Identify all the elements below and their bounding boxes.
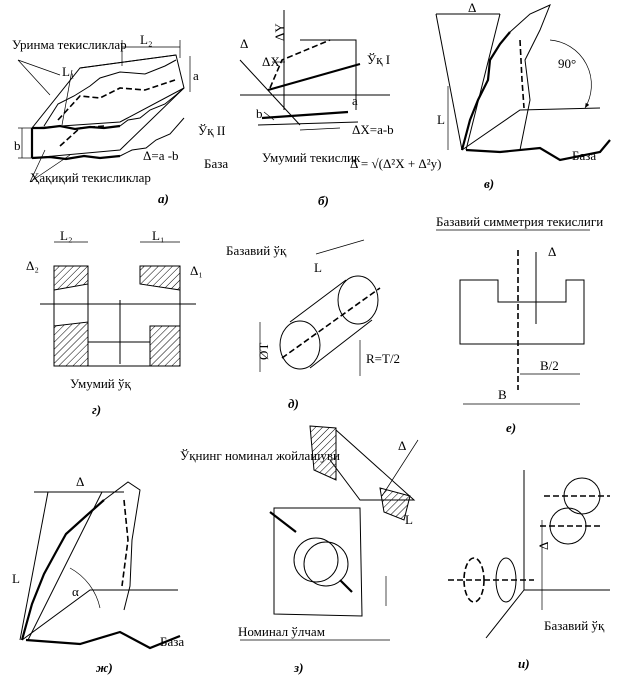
caption-g: г) <box>92 402 101 417</box>
label-a-L1: L₁ <box>62 64 74 79</box>
panel-i: Δ Базавий ўқ и) <box>448 470 610 671</box>
label-g-common-axis: Умумий ўқ <box>70 376 132 391</box>
label-b-a: a <box>352 93 358 108</box>
label-b-base: База <box>204 156 228 171</box>
label-b-delta-x: ΔX <box>262 54 280 69</box>
caption-i: и) <box>518 656 530 671</box>
label-e-sym-plane: Базавий симметрия текислиги <box>436 214 603 229</box>
panel-v: Δ L 90° База в) <box>435 0 611 191</box>
label-e-B: B <box>498 387 507 402</box>
caption-z: з) <box>293 660 303 675</box>
caption-b: б) <box>318 193 329 208</box>
caption-d: д) <box>288 396 299 411</box>
panel-zh: Δ L α База ж) <box>12 474 184 675</box>
label-contact-planes: Уринма текисликлар <box>12 37 127 52</box>
caption-v: в) <box>484 176 494 191</box>
formula-a: Δ=a -b <box>143 148 179 163</box>
label-z-nominal-size: Номинал ўлчам <box>238 624 325 639</box>
label-d-T: ØT <box>256 343 271 360</box>
label-g-d2: Δ₂ <box>26 258 39 273</box>
label-a-b: b <box>14 138 21 153</box>
label-v-delta: Δ <box>468 0 476 15</box>
panel-z: Ўқнинг номинал жойлашуви Δ L Номинал ўлч… <box>180 425 419 675</box>
caption-zh: ж) <box>96 660 113 675</box>
label-i-delta: Δ <box>536 542 551 550</box>
label-zh-base: База <box>160 634 184 649</box>
caption-a: а) <box>158 191 169 206</box>
label-zh-alpha: α <box>72 584 79 599</box>
label-d-L: L <box>314 260 322 275</box>
panel-g: L₂ L₁ Δ₂ Δ₁ Умумий ўқ г) <box>26 228 203 417</box>
label-zh-L: L <box>12 571 20 586</box>
label-d-R: R=T/2 <box>366 351 400 366</box>
label-z-delta: Δ <box>398 438 406 453</box>
label-b-axis2: Ўқ II <box>198 123 225 138</box>
label-v-angle: 90° <box>558 56 576 71</box>
label-b-common-plane: Умумий текислик <box>262 150 361 165</box>
label-v-base: База <box>572 148 596 163</box>
label-e-delta: Δ <box>548 244 556 259</box>
label-d-base-axis: Базавий ўқ <box>226 243 287 258</box>
caption-e: е) <box>506 420 516 435</box>
label-b-delta-y: ΔY <box>272 23 287 41</box>
label-g-d1: Δ₁ <box>190 263 203 278</box>
label-z-L: L <box>405 512 413 527</box>
panel-b: Δ ΔX ΔY Ўқ I a b Ўқ II База Умумий текис… <box>198 10 442 208</box>
panel-e: Базавий симметрия текислиги Δ B/2 B е) <box>436 214 603 435</box>
label-real-planes: Ҳақиқий текисликлар <box>30 170 151 185</box>
formula-b-total: Δ = √(Δ²X + Δ²y) <box>350 156 442 171</box>
formula-b-x: ΔX=a-b <box>352 122 394 137</box>
panel-d: Базавий ўқ L ØT R=T/2 д) <box>226 239 400 411</box>
panel-a: Уринма текисликлар L₂ L₁ a b Ҳақиқий тек… <box>12 32 199 206</box>
label-e-B2: B/2 <box>540 358 559 373</box>
label-g-L1: L₁ <box>152 228 164 243</box>
label-z-nominal-pos-1: Ўқнинг номинал жойлашуви <box>180 448 340 463</box>
label-i-base-axis: Базавий ўқ <box>544 618 605 633</box>
label-a-L2: L₂ <box>140 32 152 47</box>
label-g-L2: L₂ <box>60 228 72 243</box>
label-b-delta: Δ <box>240 36 248 51</box>
label-b-axis1: Ўқ I <box>367 52 390 67</box>
label-a-a: a <box>193 68 199 83</box>
label-zh-delta: Δ <box>76 474 84 489</box>
label-b-b: b <box>256 106 263 121</box>
label-v-L: L <box>437 112 445 127</box>
